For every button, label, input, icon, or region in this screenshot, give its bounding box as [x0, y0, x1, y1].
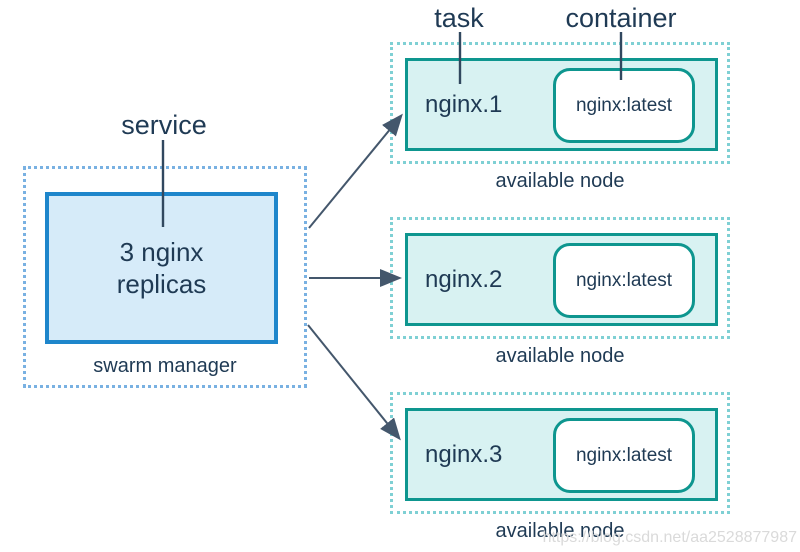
- swarm-manager-caption: swarm manager: [93, 355, 237, 377]
- task-label-2: nginx.2: [425, 265, 503, 293]
- available-node-3: nginx.3 nginx:latest available node: [390, 392, 730, 542]
- container-box-1: nginx:latest: [553, 68, 695, 143]
- available-node-caption-3: available node: [495, 520, 625, 542]
- available-node-1: nginx.1 nginx:latest available node: [390, 42, 730, 192]
- container-label-2: nginx:latest: [575, 269, 673, 291]
- task-label-3: nginx.3: [425, 440, 503, 468]
- task-box-3: nginx.3 nginx:latest: [405, 408, 718, 501]
- available-node-2: nginx.2 nginx:latest available node: [390, 217, 730, 367]
- service-box: 3 nginx replicas: [45, 192, 278, 344]
- service-annotation-label: service: [121, 110, 207, 140]
- task-box-1: nginx.1 nginx:latest: [405, 58, 718, 151]
- container-annotation-label: container: [565, 3, 677, 33]
- service-box-text: 3 nginx replicas: [116, 236, 207, 300]
- task-label-1: nginx.1: [425, 90, 503, 118]
- task-annotation-label: task: [434, 3, 484, 33]
- arrow-to-node-3: [307, 324, 401, 441]
- available-node-caption-2: available node: [495, 345, 625, 367]
- task-box-2: nginx.2 nginx:latest: [405, 233, 718, 326]
- container-label-1: nginx:latest: [575, 94, 673, 116]
- container-label-3: nginx:latest: [575, 444, 673, 466]
- swarm-manager-node-box: 3 nginx replicas swarm manager: [23, 166, 307, 388]
- container-box-3: nginx:latest: [553, 418, 695, 493]
- container-box-2: nginx:latest: [553, 243, 695, 318]
- watermark: https://blog.csdn.net/aa2528877987: [542, 529, 797, 546]
- arrow-to-node-1: [308, 113, 403, 229]
- available-node-caption-1: available node: [495, 170, 625, 192]
